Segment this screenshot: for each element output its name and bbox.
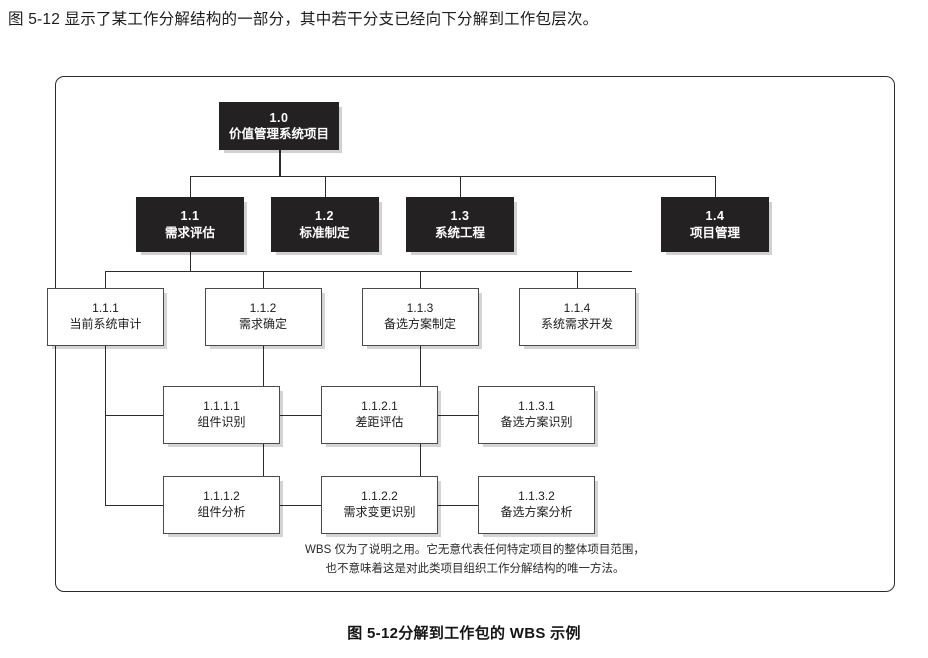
connector-drop-1-3 (460, 176, 462, 197)
wbs-node-label: 需求变更识别 (343, 505, 416, 519)
wbs-node-label: 当前系统审计 (69, 317, 142, 331)
connector-1-1-1-spine (105, 346, 107, 506)
wbs-node-label: 标准制定 (299, 225, 350, 240)
connector-drop-1-1-2 (263, 271, 265, 288)
wbs-node-1-3[interactable]: 1.3 系统工程 (406, 197, 514, 252)
wbs-footnote: WBS 仅为了说明之用。它无意代表任何特定项目的整体项目范围， 也不意味着这是对… (56, 541, 894, 579)
wbs-node-number: 1.2 (315, 209, 334, 223)
wbs-node-1-1-2[interactable]: 1.1.2 需求确定 (204, 288, 322, 346)
figure-caption: 图 5-12分解到工作包的 WBS 示例 (347, 625, 581, 642)
wbs-node-number: 1.1.2.1 (361, 399, 398, 414)
wbs-node-number: 1.1.4 (563, 301, 591, 316)
connector-stub-1-1-2-2 (263, 505, 321, 507)
connector-stub-1-1-2-1 (263, 415, 321, 417)
connector-root-stem (279, 150, 281, 176)
connector-drop-1-1 (190, 176, 192, 197)
connector-drop-1-2 (324, 176, 326, 197)
connector-drop-1-1-4 (577, 271, 579, 288)
wbs-node-number: 1.1.2 (249, 301, 277, 316)
wbs-node-number: 1.1.3.2 (518, 489, 555, 504)
wbs-node-number: 1.1 (180, 209, 200, 223)
wbs-node-1-1-2-2[interactable]: 1.1.2.2 需求变更识别 (321, 476, 438, 534)
wbs-node-1-1-2-1[interactable]: 1.1.2.1 差距评估 (321, 386, 438, 444)
wbs-node-label: 备选方案制定 (383, 317, 456, 331)
wbs-node-1-1[interactable]: 1.1 需求评估 (136, 197, 244, 252)
intro-paragraph: 图 5-12 显示了某工作分解结构的一部分，其中若干分支已经向下分解到工作包层次… (8, 11, 599, 28)
wbs-node-1-4[interactable]: 1.4 项目管理 (661, 197, 769, 252)
wbs-node-label: 需求确定 (238, 317, 287, 331)
wbs-node-number: 1.1.1.1 (203, 399, 240, 414)
wbs-node-1-1-1-1[interactable]: 1.1.1.1 组件识别 (163, 386, 280, 444)
wbs-node-1-0[interactable]: 1.0 价值管理系统项目 (219, 102, 339, 150)
wbs-node-number: 1.3 (450, 209, 470, 223)
wbs-node-1-1-1[interactable]: 1.1.1 当前系统审计 (47, 288, 164, 346)
wbs-node-label: 备选方案识别 (500, 415, 573, 429)
connector-stub-1-1-3-1 (420, 415, 478, 417)
wbs-node-1-2[interactable]: 1.2 标准制定 (270, 197, 379, 252)
wbs-diagram-frame: 1.0 价值管理系统项目 1.1 需求评估 1.2 标准制定 1.3 系统工程 … (47, 76, 895, 592)
wbs-node-label: 组件分析 (197, 505, 246, 519)
wbs-node-label: 价值管理系统项目 (228, 127, 329, 141)
connector-stub-1-1-1-2 (105, 505, 163, 507)
wbs-node-label: 需求评估 (164, 225, 215, 240)
wbs-node-1-1-1-2[interactable]: 1.1.1.2 组件分析 (163, 476, 280, 534)
wbs-node-number: 1.4 (705, 209, 725, 223)
wbs-node-number: 1.1.3 (406, 301, 434, 316)
connector-drop-1-1-1 (105, 271, 107, 288)
connector-stub-1-1-3-2 (420, 505, 478, 507)
wbs-node-label: 备选方案分析 (500, 505, 573, 519)
wbs-node-label: 系统需求开发 (540, 317, 613, 331)
connector-drop-1-4 (715, 176, 717, 197)
wbs-node-1-1-4[interactable]: 1.1.4 系统需求开发 (518, 288, 636, 346)
wbs-node-number: 1.1.1.2 (203, 489, 240, 504)
connector-1-1-stem (190, 252, 192, 271)
wbs-footnote-line-2: 也不意味着这是对此类项目组织工作分解结构的唯一方法。 (325, 562, 625, 575)
wbs-node-number: 1.1.1 (92, 301, 119, 316)
connector-stub-1-1-1-1 (105, 415, 163, 417)
wbs-node-1-1-3-2[interactable]: 1.1.3.2 备选方案分析 (478, 476, 595, 534)
connector-drop-1-1-3 (420, 271, 422, 288)
wbs-node-label: 组件识别 (197, 415, 246, 429)
connector-level2-bus (105, 271, 632, 273)
wbs-node-1-1-3-1[interactable]: 1.1.3.1 备选方案识别 (478, 386, 595, 444)
wbs-node-number: 1.1.2.2 (361, 489, 398, 504)
wbs-footnote-line-1: WBS 仅为了说明之用。它无意代表任何特定项目的整体项目范围， (305, 544, 645, 556)
wbs-node-1-1-3[interactable]: 1.1.3 备选方案制定 (361, 288, 479, 346)
wbs-node-label: 差距评估 (355, 415, 404, 429)
wbs-node-number: 1.1.3.1 (518, 399, 555, 414)
wbs-node-label: 系统工程 (434, 225, 485, 240)
connector-level1-bus (190, 176, 715, 178)
wbs-node-label: 项目管理 (689, 225, 740, 240)
wbs-node-number: 1.0 (269, 110, 289, 125)
